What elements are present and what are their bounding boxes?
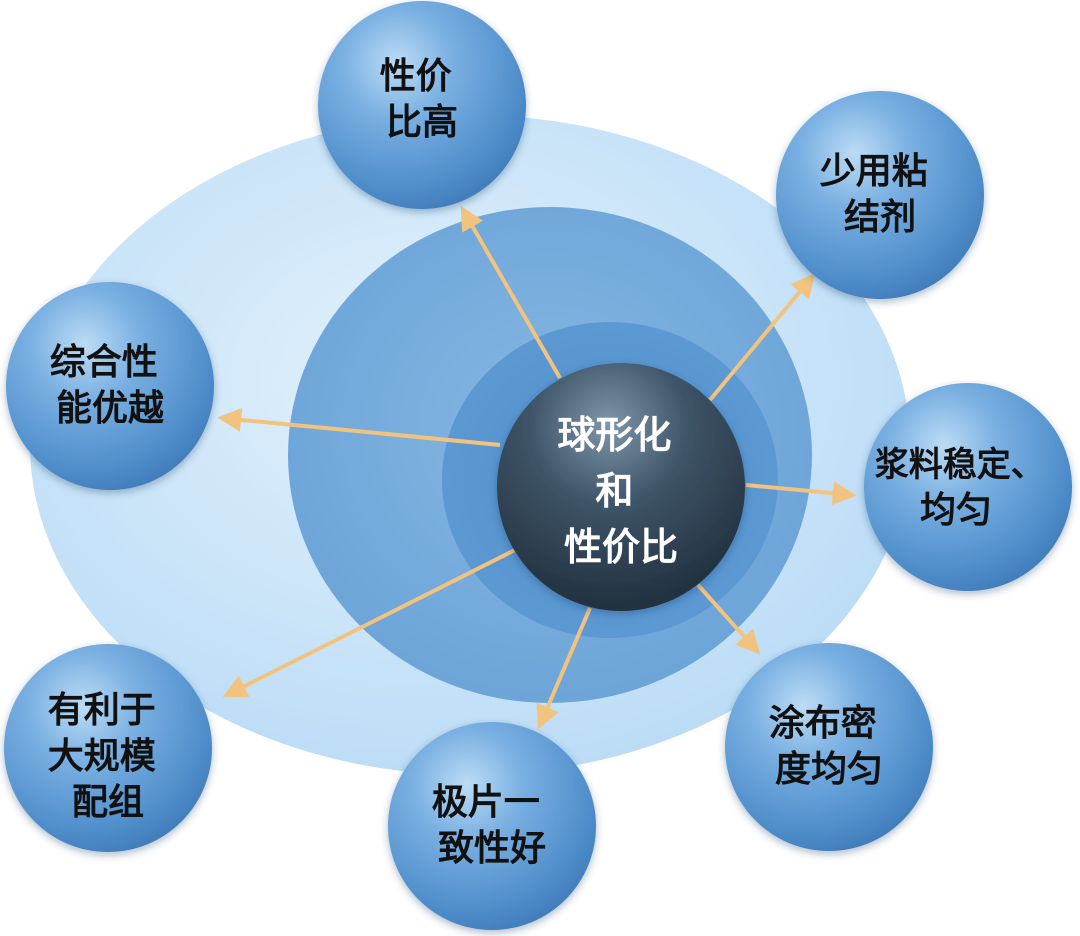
svg-text:浆料稳定、 均匀: 浆料稳定、 均匀 — [875, 444, 1058, 531]
node-less-binder: 少用粘 结剂 — [776, 91, 984, 299]
svg-text:少用粘 结剂: 少用粘 结剂 — [820, 151, 941, 238]
node-label-line: 性价 — [380, 56, 452, 97]
center-node: 球形化 和 性价比 — [497, 363, 745, 611]
node-label-line: 配组 — [72, 782, 144, 823]
svg-text:球形化 和 性价比: 球形化 和 性价比 — [557, 413, 684, 569]
node-slurry-stable: 浆料稳定、 均匀 — [864, 383, 1072, 591]
node-label-line: 度均匀 — [775, 749, 883, 790]
svg-text:极片一 致性好: 极片一 致性好 — [432, 782, 553, 869]
node-coating-uniform: 涂布密 度均匀 — [725, 643, 933, 851]
node-label-line: 少用粘 — [820, 151, 928, 192]
node-label-line: 大规模 — [48, 736, 156, 777]
svg-text:涂布密 度均匀: 涂布密 度均匀 — [769, 702, 890, 790]
node-label-line: 能优越 — [56, 388, 165, 429]
node-label-line: 极片一 — [432, 782, 540, 823]
node-label-line: 均匀 — [920, 490, 992, 531]
node-large-scale-assembly: 有利于 大规模 配组 — [4, 644, 212, 852]
arrow-coating-uniform — [696, 583, 761, 655]
node-label-line: 结剂 — [844, 197, 916, 238]
arrow-cost-effective — [460, 205, 562, 380]
node-overall-performance: 综合性 能优越 — [6, 282, 214, 490]
node-label-line: 综合性 — [50, 342, 158, 383]
node-electrode-consistent: 极片一 致性好 — [388, 722, 596, 930]
arrow-slurry-stable — [745, 481, 857, 506]
center-line-3: 性价比 — [564, 525, 678, 569]
node-label-line: 致性好 — [438, 828, 546, 869]
node-label-line: 涂布密 — [769, 702, 877, 744]
node-label-line: 比高 — [386, 102, 458, 143]
node-label-line: 浆料稳定、 — [875, 445, 1045, 485]
arrow-overall-performance — [217, 407, 501, 447]
svg-text:综合性 能优越: 综合性 能优越 — [50, 342, 171, 429]
arrow-less-binder — [708, 273, 816, 402]
center-line-2: 和 — [595, 469, 633, 513]
node-label-line: 有利于 — [48, 690, 156, 731]
svg-text:有利于 大规模 配组: 有利于 大规模 配组 — [48, 690, 169, 823]
arrow-electrode-consistent — [536, 607, 592, 730]
svg-text:性价 比高: 性价 比高 — [380, 56, 465, 143]
arrows — [217, 205, 857, 730]
center-line-1: 球形化 — [557, 413, 671, 457]
node-cost-effective: 性价 比高 — [318, 1, 526, 209]
arrow-large-scale-assembly — [222, 548, 516, 698]
